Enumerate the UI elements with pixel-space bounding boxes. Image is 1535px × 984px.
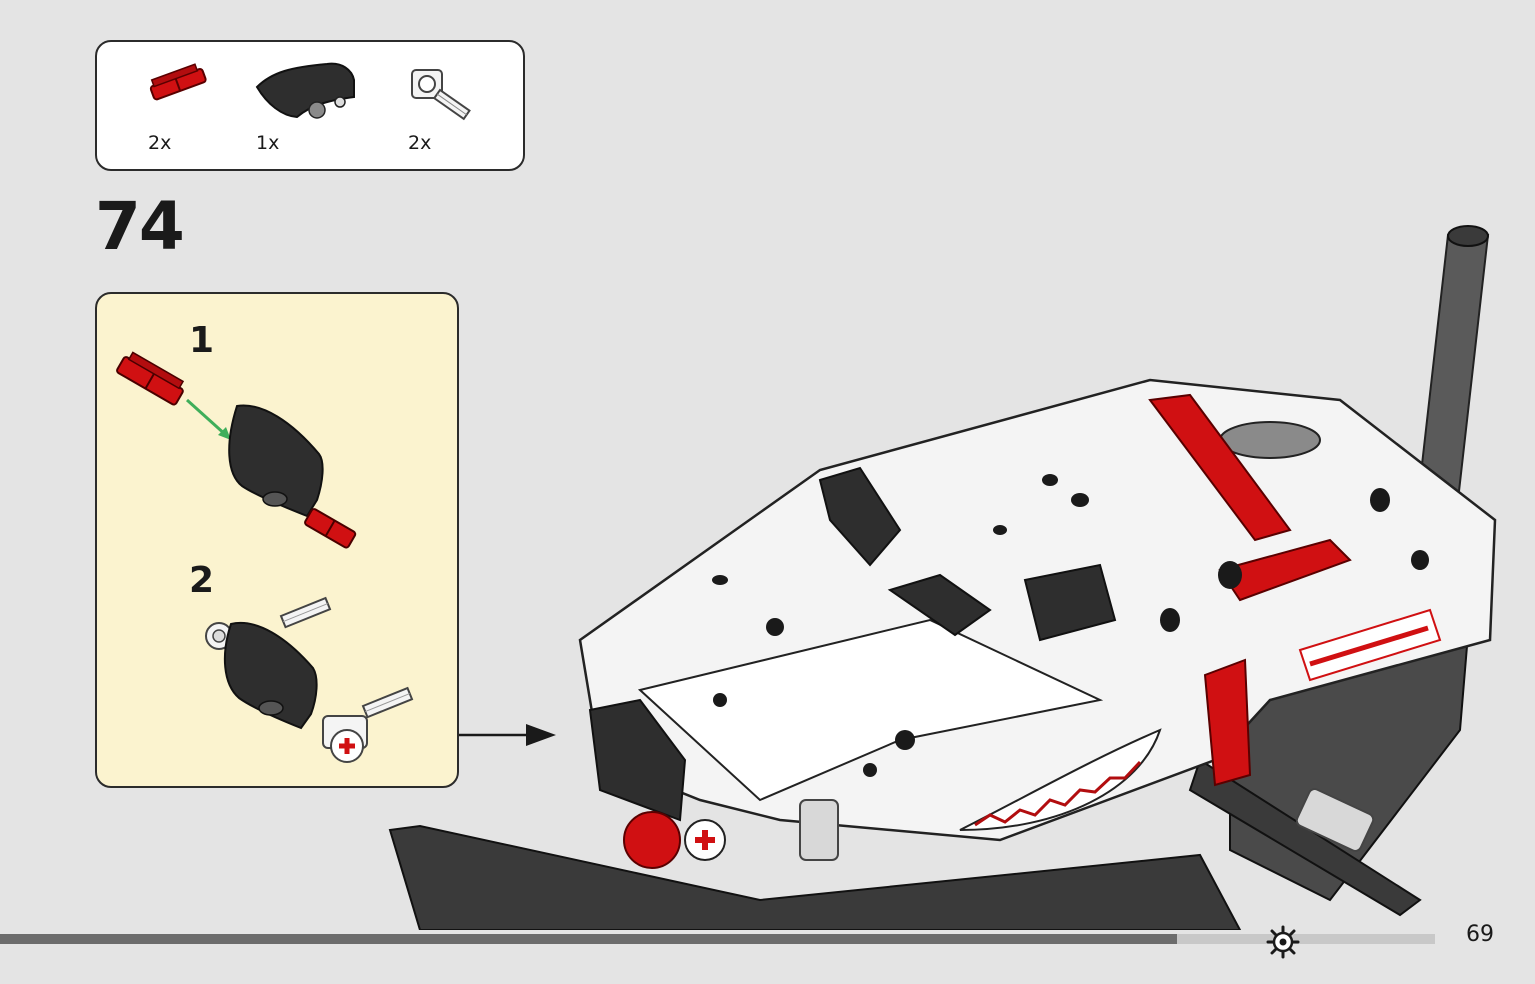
black-panel-part (588, 466, 1117, 822)
assembly-arrow-head (218, 427, 231, 440)
black-curved-panel-icon (255, 62, 355, 119)
white-pin-connector-part (684, 819, 726, 861)
shark-mouth-decoration (959, 728, 1162, 831)
red-connector-part (304, 508, 357, 549)
part-quantity: 1x (256, 132, 280, 154)
step-number: 74 (95, 188, 185, 265)
exhaust-pipe-part (1416, 225, 1490, 501)
part-item-white-connector: 2x (402, 42, 522, 167)
red-connector-part (623, 658, 1252, 869)
red-connector-part (116, 351, 185, 406)
grey-axle-part (799, 788, 1375, 861)
white-axle-part (279, 596, 332, 629)
sub-assembly-illustration (116, 351, 414, 763)
part-item-black-panel: 1x (252, 42, 372, 167)
page-number: 69 (1466, 922, 1494, 947)
part-quantity: 2x (148, 132, 172, 154)
white-axle-pin-connector-icon (411, 69, 471, 121)
sub-step-1-number: 1 (189, 320, 215, 361)
main-model-illustration (388, 225, 1497, 930)
gear-icon (1266, 925, 1300, 959)
black-panel-part (228, 404, 324, 518)
logo-plate-decoration (1298, 608, 1442, 682)
progress-bar (0, 934, 1435, 944)
progress-bar-fill (0, 934, 1177, 944)
sub-step-2-number: 2 (189, 560, 215, 601)
part-item-red-connector: 2x (142, 42, 262, 167)
dalmatian-spots (712, 474, 1429, 777)
black-panel-part (223, 621, 318, 730)
part-quantity: 2x (408, 132, 432, 154)
sub-assembly-callout: 1 2 (95, 292, 459, 788)
white-axle-part (361, 686, 414, 719)
callout-arrow-head (526, 724, 556, 746)
red-axle-connector-icon (149, 63, 207, 101)
parts-list: 2x 1x 2x (95, 40, 525, 171)
white-pin-connector-part (322, 715, 368, 763)
assembly-arrow (185, 398, 229, 438)
